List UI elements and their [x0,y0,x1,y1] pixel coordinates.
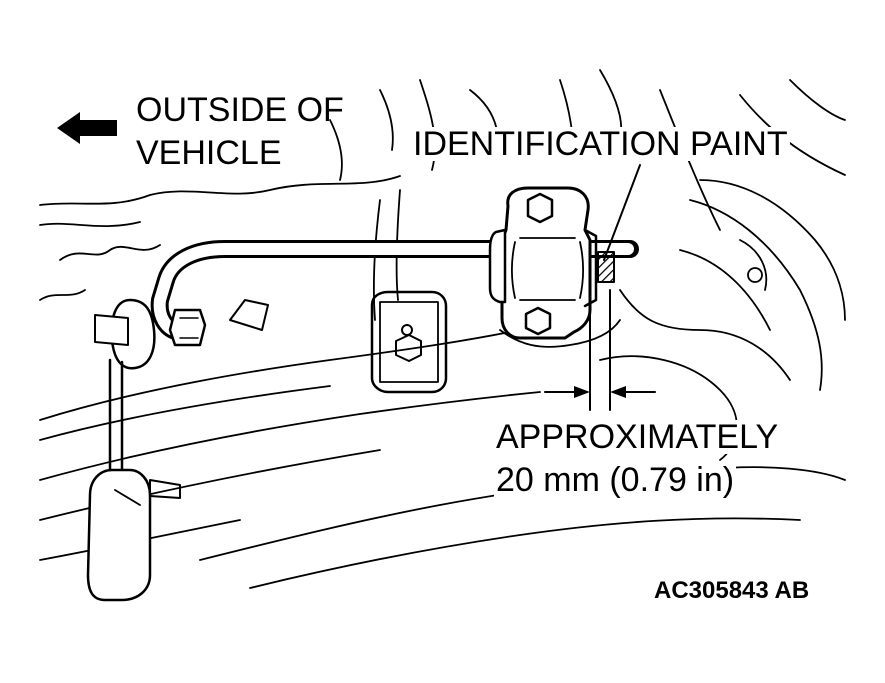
mounting-bracket [370,290,448,394]
direction-label-line1: OUTSIDE OF [136,91,344,129]
stabilizer-link [86,298,181,602]
direction-label-line2: VEHICLE [136,134,282,172]
figure-code: AC305843 AB [654,577,810,604]
arrow-left-icon [57,112,117,144]
identification-paint-label: IDENTIFICATION PAINT [411,125,790,163]
distance-dimension [544,289,656,411]
link-nut [168,299,269,347]
distance-label-line2: 20 mm (0.79 in) [494,461,737,499]
paint-leader-line [603,164,641,261]
bushing-clamp [488,186,598,340]
distance-label-line1: APPROXIMATELY [494,418,781,456]
